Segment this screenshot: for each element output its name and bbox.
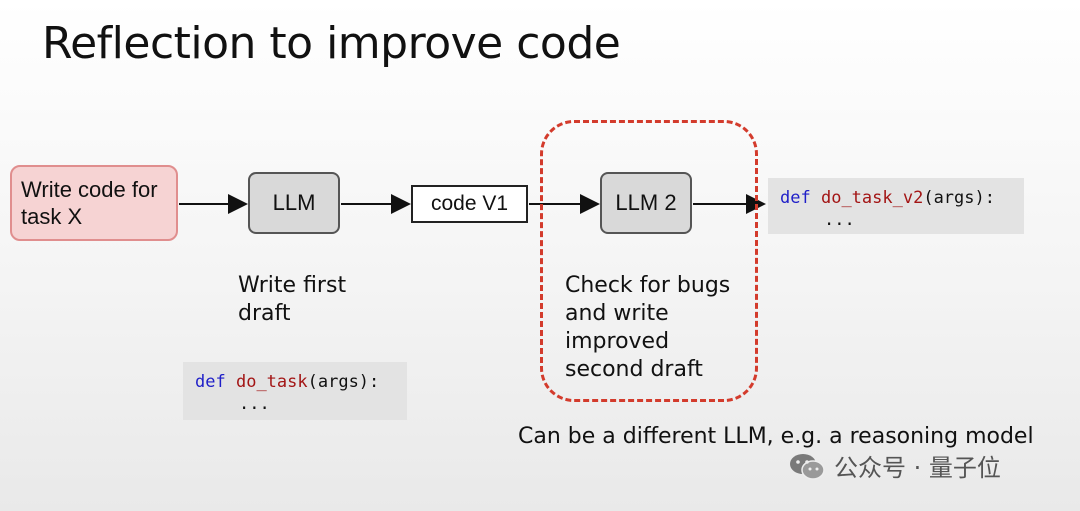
code-keyword: def — [780, 188, 811, 208]
llm2-node: LLM 2 — [600, 172, 692, 234]
different-llm-note: Can be a different LLM, e.g. a reasoning… — [518, 424, 1034, 449]
code-snippet-v2: def do_task_v2(args): ... — [768, 178, 1024, 234]
watermark-text: 公众号 · 量子位 — [834, 454, 1001, 482]
code-v1-node: code V1 — [411, 185, 528, 223]
code-function-name: do_task_v2 — [820, 188, 924, 208]
reflection-region — [540, 120, 758, 402]
page-title: Reflection to improve code — [42, 18, 621, 69]
code-args: (args): — [307, 372, 380, 392]
code-function-name: do_task — [235, 372, 308, 392]
code-keyword: def — [195, 372, 226, 392]
code-body: ... — [239, 394, 270, 414]
llm-node: LLM — [248, 172, 340, 234]
watermark: 公众号 · 量子位 — [788, 448, 1001, 483]
code-args: (args): — [923, 188, 995, 208]
wechat-icon — [790, 453, 825, 480]
first-draft-label: Write first draft — [238, 273, 347, 326]
check-bugs-label: Check for bugs and write improved second… — [565, 273, 731, 382]
code-body: ... — [824, 210, 855, 230]
task-input-node: Write code for task X — [10, 165, 178, 241]
code-snippet-v1: def do_task(args): ... — [183, 362, 407, 420]
